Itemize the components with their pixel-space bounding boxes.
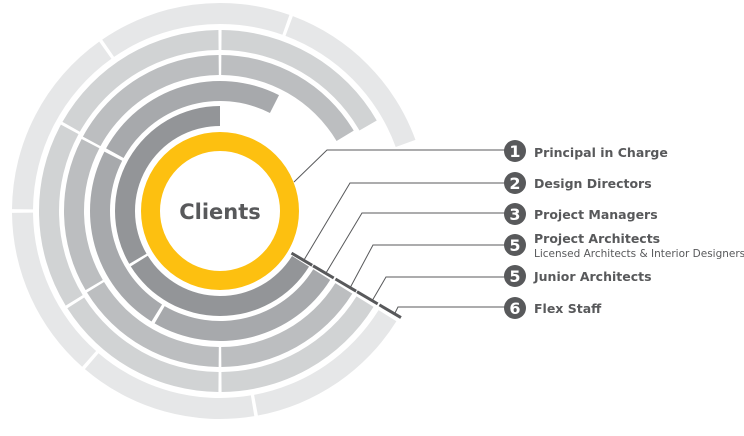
ring-4-segment: [62, 30, 219, 132]
leader-lines: [293, 149, 505, 314]
ring-5-segment: [84, 353, 255, 420]
ring-5-tick: [378, 303, 402, 319]
clients-ring: [141, 132, 299, 290]
count-badge: [504, 297, 526, 319]
ring-2-segment: [89, 151, 163, 322]
center-label: Clients: [179, 200, 261, 224]
legend-title: Design Directors: [534, 176, 652, 191]
ring-5-segment: [285, 16, 416, 148]
legend-title: Project Managers: [534, 207, 658, 222]
count-badge: [504, 234, 526, 256]
legend-title: Principal in Charge: [534, 145, 668, 160]
ring-3-tick: [334, 277, 357, 293]
count-badge: [504, 203, 526, 225]
legend-subtitle: Licensed Architects & Interior Designers: [534, 248, 744, 260]
leader-line-1: [293, 149, 505, 183]
ring-2-segment: [106, 81, 280, 159]
count-badge: [504, 140, 526, 162]
legend: 1 Principal in Charge 2 Design Directors…: [504, 140, 744, 319]
leader-line-3: [325, 212, 505, 274]
legend-item-project-architects: 5 Project Architects Licensed Architects…: [504, 231, 744, 260]
ring-1-segment: [115, 106, 220, 264]
legend-item-junior-architects: 5 Junior Architects: [504, 265, 652, 287]
ring-4-tick: [356, 290, 379, 306]
legend-item-design-directors: 2 Design Directors: [504, 172, 652, 194]
ring-3-segment: [63, 138, 103, 291]
ring-4-segment: [38, 124, 83, 306]
leader-line-6: [394, 306, 505, 314]
legend-title: Junior Architects: [533, 269, 652, 284]
legend-item-project-managers: 3 Project Managers: [504, 203, 658, 225]
ring-3-segment: [82, 55, 219, 147]
team-rings: [12, 2, 416, 420]
ring-5-segment: [254, 310, 397, 416]
legend-title: Project Architects: [534, 231, 660, 246]
ring-4-segment: [221, 30, 377, 131]
legend-item-flex-staff: 6 Flex Staff: [504, 297, 602, 319]
count: 5: [509, 267, 520, 286]
count-badge: [504, 172, 526, 194]
legend-item-principal: 1 Principal in Charge: [504, 140, 668, 162]
ring-3-segment: [221, 283, 353, 367]
count: 5: [509, 236, 520, 255]
legend-title: Flex Staff: [534, 301, 602, 316]
leader-line-5: [371, 276, 505, 302]
count: 1: [509, 142, 520, 161]
count: 6: [509, 299, 520, 318]
ring-3-segment: [86, 282, 219, 367]
ring-4-segment: [221, 296, 374, 392]
ring-4-segment: [67, 297, 219, 392]
count: 2: [509, 174, 520, 193]
leader-line-2: [303, 182, 505, 261]
ring-2-segment: [154, 269, 331, 341]
count: 3: [509, 205, 520, 224]
ring-5-segment: [102, 2, 290, 57]
leader-line-4: [349, 244, 505, 289]
ring-1-segment: [130, 255, 310, 317]
ring-1-tick: [290, 251, 313, 267]
ring-5-segment: [12, 212, 97, 367]
ring-5-segment: [12, 41, 112, 210]
count-badge: [504, 265, 526, 287]
ring-2-tick: [312, 264, 335, 280]
ring-3-segment: [221, 55, 354, 141]
